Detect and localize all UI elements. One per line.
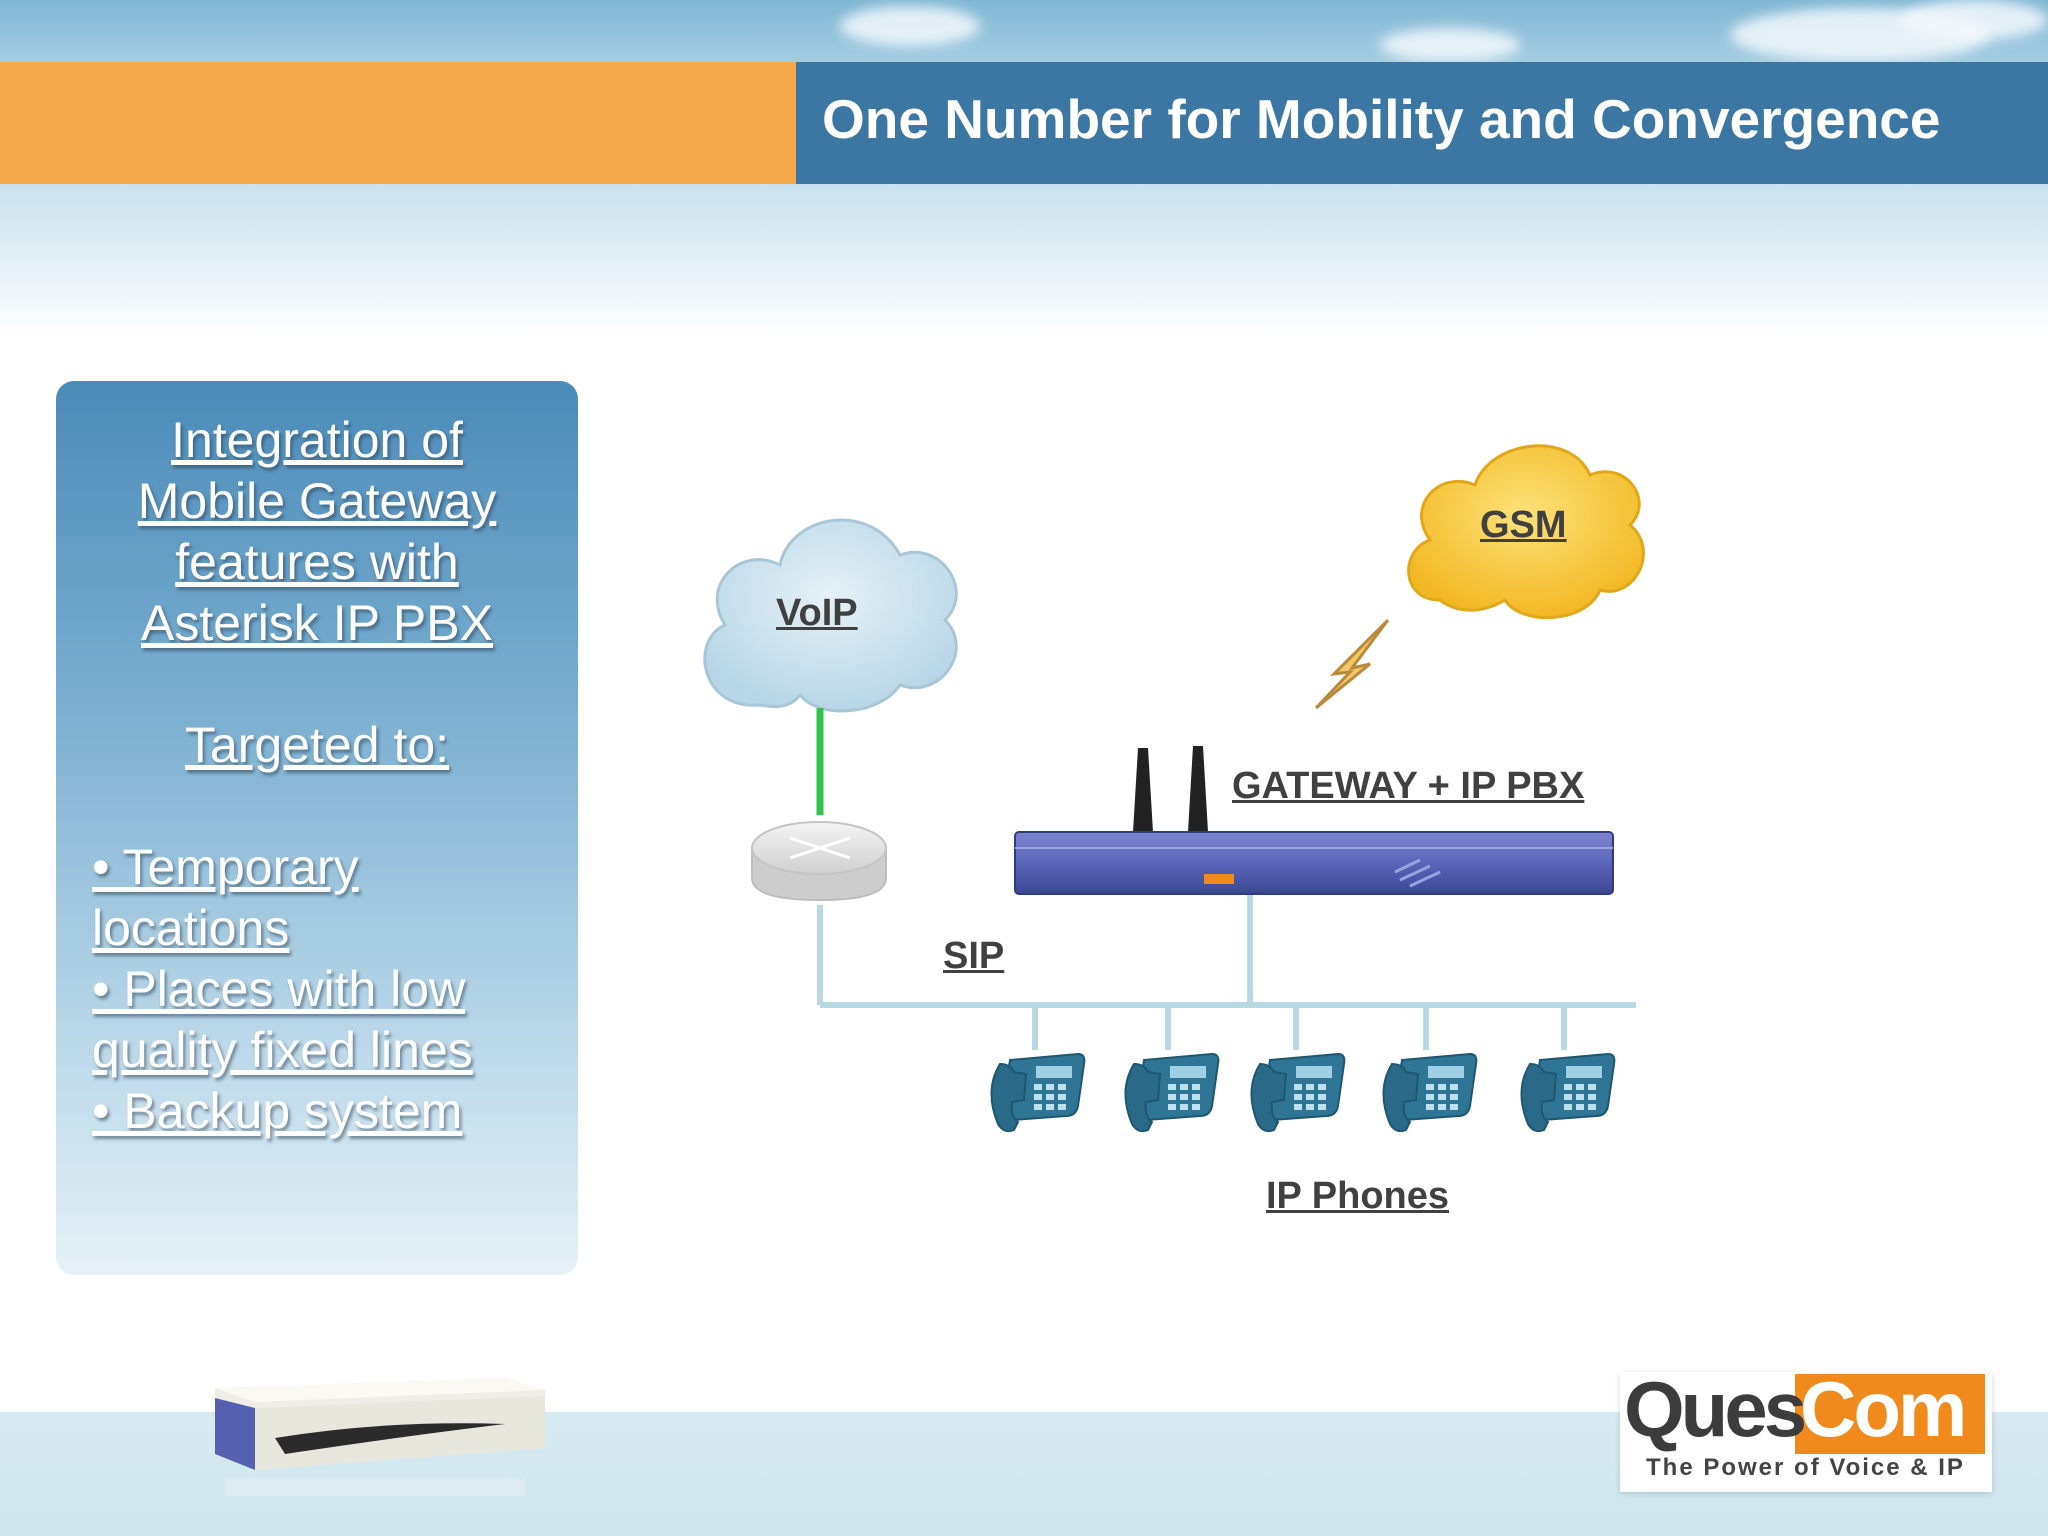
title-bar: One Number for Mobility and Convergence [796,62,2048,184]
ip-phone-icon [990,1053,1086,1133]
logo-tagline: The Power of Voice & IP [1646,1454,1965,1481]
panel-heading-line-3: features with [175,534,459,590]
info-panel: Integration of Mobile Gateway features w… [56,381,578,1275]
panel-bullet-line-4: quality fixed lines [92,1022,473,1078]
quescom-logo: Ques Com The Power of Voice & IP [1620,1365,1992,1492]
logo-text-ques: Ques [1624,1365,1807,1453]
sip-label: SIP [943,935,1005,977]
panel-bullet-line-5: • Backup system [92,1083,463,1139]
gateway-device [1014,746,1614,895]
logo-orange-block [1795,1374,1985,1454]
gsm-cloud [1407,444,1645,620]
slide-title: One Number for Mobility and Convergence [822,88,1941,150]
ip-phone-icon [1124,1053,1220,1133]
panel-heading-line-4: Asterisk IP PBX [141,595,493,651]
panel-bullet-line-1: • Temporary [92,839,359,895]
ip-phone-icon [1382,1053,1478,1133]
panel-bullet-line-3: • Places with low [92,961,466,1017]
header-accent-bar [0,62,796,184]
voip-cloud [703,518,958,713]
ip-phones-label: IP Phones [1266,1175,1450,1217]
panel-targeted-label: Targeted to: [184,717,450,773]
panel-heading-line-1: Integration of [171,412,463,468]
logo-text-com: Com [1800,1365,1967,1453]
panel-heading-line-2: Mobile Gateway [137,473,497,529]
gateway-label: GATEWAY + IP PBX [1232,765,1585,807]
ip-phone-icon [1520,1053,1616,1133]
panel-bullet-line-2: locations [92,900,290,956]
gsm-label: GSM [1480,504,1567,546]
voip-label: VoIP [776,592,858,634]
router-icon [751,821,887,902]
ip-phone-icon [1250,1053,1346,1133]
wireless-signal-icon [1314,618,1390,710]
lan-lines [817,895,1636,1050]
appliance-photo [215,1378,545,1496]
